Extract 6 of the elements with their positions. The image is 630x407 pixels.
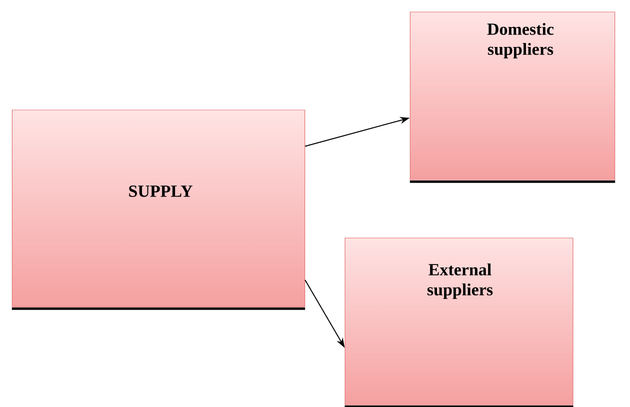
node-text: SUPPLY bbox=[129, 185, 192, 197]
node-text: Domestic suppliers bbox=[487, 22, 554, 58]
parallelogram-box bbox=[12, 110, 306, 310]
parallelogram-box bbox=[410, 12, 616, 183]
parallelogram-box bbox=[344, 238, 574, 407]
node-text: External suppliers bbox=[427, 263, 493, 299]
